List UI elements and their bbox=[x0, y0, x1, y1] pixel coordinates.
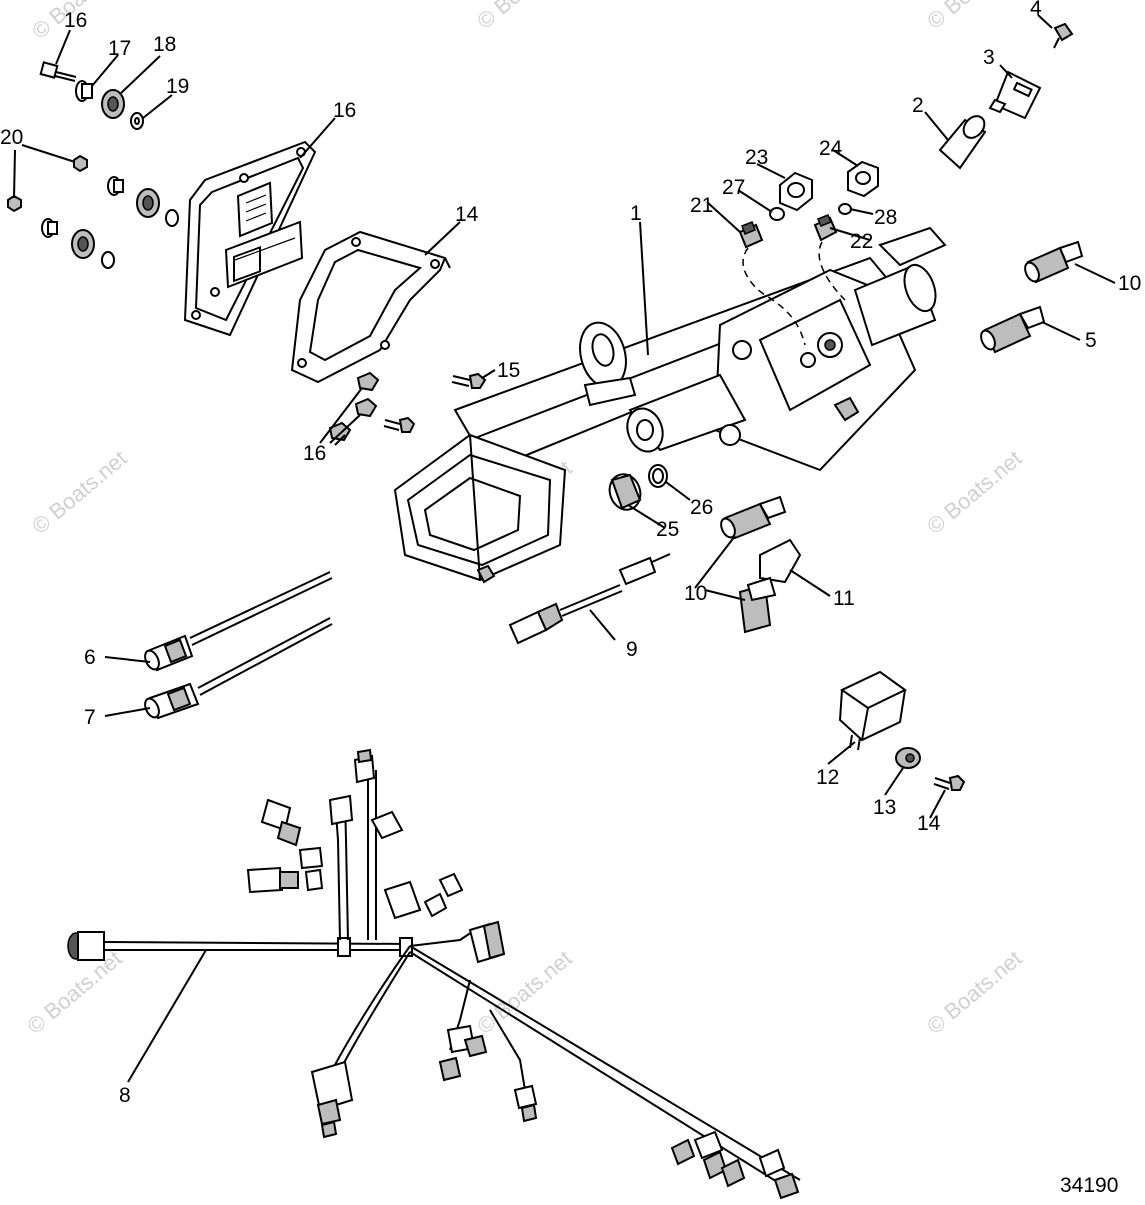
callout-11: 11 bbox=[833, 587, 855, 610]
callout-18: 16 bbox=[333, 99, 356, 122]
callout-15: 14 bbox=[455, 203, 479, 226]
callout-20: 18 bbox=[153, 33, 176, 56]
callouts: 16 17 18 19 20 16 14 15 16 1 2 3 4 10 5 … bbox=[0, 0, 1141, 1107]
watermark-7: © Boats.net bbox=[22, 946, 126, 1039]
leader-lines bbox=[13, 14, 1116, 1083]
filter-and-oring bbox=[608, 464, 668, 511]
callout-4: 4 bbox=[1030, 0, 1042, 20]
callout-23: 21 bbox=[690, 194, 713, 217]
callout-30: 28 bbox=[874, 206, 897, 229]
clips-group bbox=[328, 371, 487, 442]
callout-5: 5 bbox=[1085, 329, 1097, 352]
watermark-6: © Boats.net bbox=[922, 446, 1026, 539]
callout-21: 19 bbox=[166, 75, 189, 98]
upper-right-parts bbox=[938, 22, 1074, 170]
callout-1: 1 bbox=[630, 202, 642, 225]
ecm-mounting-plate bbox=[183, 140, 317, 337]
callout-9: 9 bbox=[626, 638, 638, 661]
callout-7: 7 bbox=[84, 706, 96, 729]
callout-10a: 10 bbox=[1118, 272, 1141, 295]
callout-28: 26 bbox=[690, 496, 713, 519]
watermark-4: © Boats.net bbox=[27, 446, 131, 539]
callout-24: 22 bbox=[850, 230, 873, 253]
callout-2: 2 bbox=[912, 94, 924, 117]
callout-6: 6 bbox=[84, 646, 96, 669]
center-sensors bbox=[720, 495, 802, 634]
wire-harness bbox=[67, 748, 801, 1200]
left-sensors bbox=[144, 571, 333, 720]
drawing-number: 34190 bbox=[1060, 1174, 1118, 1197]
callout-17: 16 bbox=[303, 442, 326, 465]
callout-12: 12 bbox=[816, 766, 839, 789]
callout-22: 20 bbox=[0, 126, 23, 149]
grommet-hardware-group bbox=[7, 61, 179, 269]
callout-13: 13 bbox=[873, 796, 896, 819]
callout-14: 14 bbox=[917, 812, 941, 835]
callout-25: 23 bbox=[745, 146, 768, 169]
callout-8: 8 bbox=[119, 1084, 131, 1107]
callout-3: 3 bbox=[983, 46, 995, 69]
callout-27: 25 bbox=[656, 518, 679, 541]
ecm-bracket bbox=[290, 230, 451, 384]
callout-19: 17 bbox=[108, 37, 131, 60]
right-sensors bbox=[980, 240, 1084, 354]
callout-16a: 16 bbox=[64, 9, 87, 32]
main-rail-assembly bbox=[393, 226, 947, 584]
relay-group bbox=[838, 670, 966, 791]
callout-29: 27 bbox=[722, 176, 745, 199]
watermark-9: © Boats.net bbox=[922, 946, 1026, 1039]
fittings-group bbox=[738, 160, 879, 346]
callout-26: 24 bbox=[819, 137, 843, 160]
callout-16b: 15 bbox=[497, 359, 520, 382]
watermark-2: © Boats.net bbox=[472, 0, 576, 34]
sensor-with-lead bbox=[508, 553, 671, 645]
watermark-3: © Boats.net bbox=[922, 0, 1026, 34]
callout-10b: 10 bbox=[684, 582, 707, 605]
